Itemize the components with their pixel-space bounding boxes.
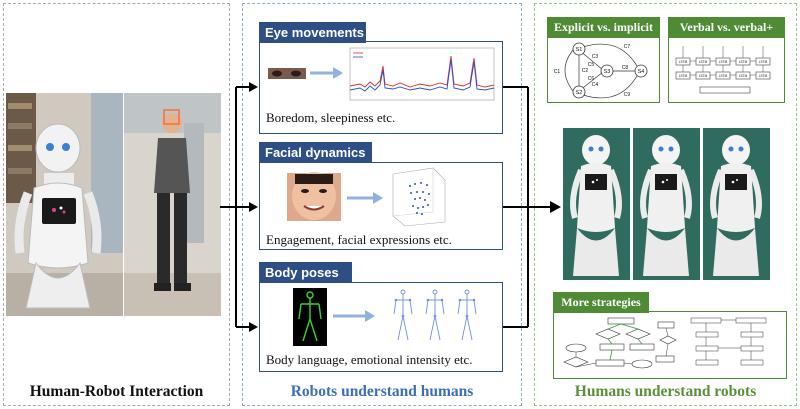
edge-label: C7 [624, 44, 631, 50]
photo-pepper-robot [6, 93, 123, 316]
lstm-cell-label: LSTM [719, 60, 728, 64]
caption-human-robot-interaction: Human-Robot Interaction [29, 383, 204, 400]
edge-label: C2 [582, 68, 589, 74]
lstm-cell-label: LSTM [699, 74, 708, 78]
edge-label: C6 [588, 76, 595, 82]
body-pose-skeleton-plot [293, 288, 477, 346]
lstm-cell-label: LSTM [759, 74, 768, 78]
body-poses-label: Body language, emotional intensity etc. [266, 352, 473, 367]
lstm-diagram: LSTM LSTM LSTM LSTM LSTM LSTM LSTM LSTM … [675, 46, 771, 94]
panel-humans-understand-robots [534, 3, 797, 406]
lstm-cell-label: LSTM [679, 60, 688, 64]
edge-label: C8 [622, 65, 629, 71]
edge-label: C5 [588, 62, 595, 68]
panel-human-robot-interaction [3, 3, 230, 406]
state-node-label: S1 [576, 47, 583, 53]
body-poses-header: Body poses [259, 262, 352, 283]
more-strategies-header: More strategies [553, 292, 649, 313]
panel-robots-understand-humans [242, 3, 522, 406]
caption-robots-understand-humans: Robots understand humans [290, 383, 474, 400]
lstm-cell-label: LSTM [739, 60, 748, 64]
edge-label: C3 [592, 54, 599, 60]
facial-dynamics-label: Engagement, facial expressions etc. [266, 232, 452, 247]
lstm-cell-label: LSTM [719, 74, 728, 78]
more-strategies-thumbnails [563, 317, 767, 369]
facial-dynamics-header: Facial dynamics [259, 142, 372, 163]
lstm-cell-label: LSTM [699, 60, 708, 64]
eye-movements-header: Eye movements [259, 22, 366, 43]
state-node-label: S3 [604, 69, 611, 75]
edge-label: C9 [624, 92, 631, 98]
explicit-implicit-header: Explicit vs. implicit [547, 17, 660, 38]
photo-pepper-robots-gestures [563, 128, 770, 280]
verbal-header: Verbal vs. verbal+ [668, 17, 785, 38]
state-node-label: S4 [638, 69, 645, 75]
eye-movements-label: Boredom, sleepiness etc. [266, 110, 396, 125]
lstm-cell-label: LSTM [739, 74, 748, 78]
state-transition-graph: S1 S2 S3 S4 C1 C2 C3 C4 C5 C6 C7 C8 C9 [554, 42, 648, 99]
lstm-cell-label: LSTM [679, 74, 688, 78]
lstm-cell-label: LSTM [759, 60, 768, 64]
edge-label: C4 [592, 82, 599, 88]
edge-label: C1 [554, 69, 561, 75]
caption-humans-understand-robots: Humans understand robots [574, 383, 757, 400]
photo-human-participant [124, 93, 221, 316]
facial-landmark-plot [287, 167, 446, 227]
eye-movement-signal-plot [268, 47, 495, 101]
state-node-label: S2 [576, 90, 583, 96]
